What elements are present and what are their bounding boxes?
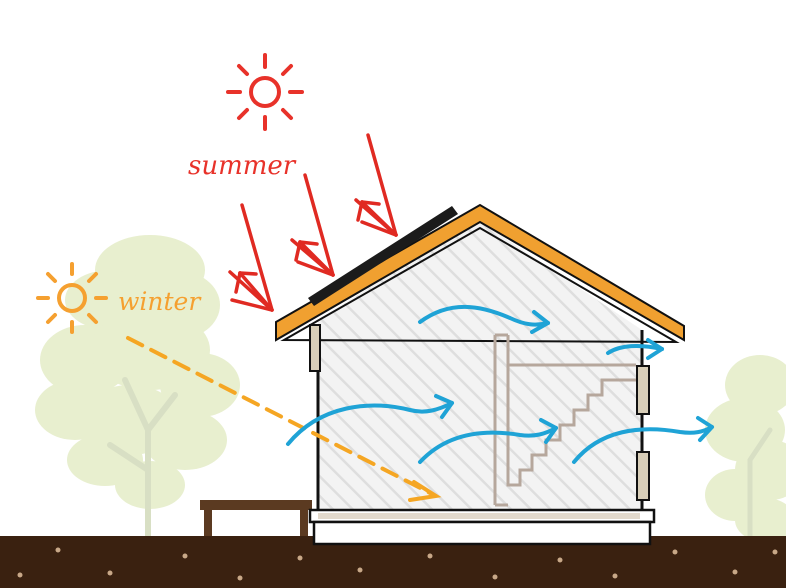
airflow-arrow-5	[572, 425, 714, 464]
airflow-arrow-2	[606, 343, 664, 355]
summer-label: summer	[188, 151, 297, 181]
window-right-upper	[636, 365, 650, 415]
tree-left	[35, 235, 240, 509]
tree-left-trunk	[107, 377, 178, 548]
airflow-arrow-1	[418, 304, 550, 327]
airflow-arrow-3	[286, 401, 454, 446]
winter-ray	[126, 336, 442, 502]
summer-sun-icon	[226, 53, 304, 131]
window-right-lower	[636, 451, 650, 501]
deck	[200, 500, 312, 536]
roof-underside	[280, 226, 680, 344]
house	[275, 203, 685, 546]
window-left	[309, 324, 321, 372]
tree-right-trunk	[747, 427, 773, 548]
solar-panel	[308, 206, 458, 306]
ground-dots	[17, 547, 778, 581]
winter-sun-icon	[36, 262, 108, 334]
airflow-arrow-4	[418, 426, 558, 464]
summer-rays-reflect	[234, 200, 398, 312]
interior-stair-frame	[493, 333, 636, 507]
winter-label: winter	[118, 287, 202, 316]
airflow-arrows	[286, 304, 714, 464]
tree-right	[705, 355, 786, 542]
roof-trim	[275, 203, 685, 342]
